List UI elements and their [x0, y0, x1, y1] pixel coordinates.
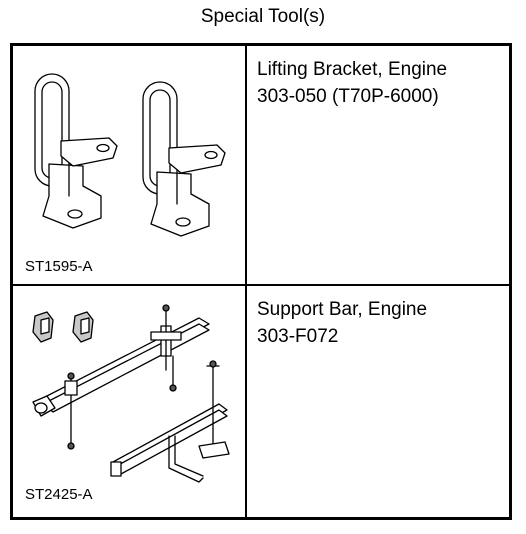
tool-name: Lifting Bracket, Engine: [257, 59, 448, 80]
support-bar-secondary: [110, 403, 228, 477]
tool-image-code: ST2425-A: [25, 486, 93, 503]
support-bar-main: [32, 317, 210, 417]
support-bar-adjuster-left: [64, 372, 78, 450]
support-bar-rod-middle: [169, 355, 177, 392]
page-title: Special Tool(s): [200, 6, 326, 27]
tool-number: 303-050 (T70P-6000): [257, 86, 439, 107]
lifting-bracket-illustration: [34, 73, 226, 237]
table-row: ST2425-A Support Bar, Engine 303-F072: [13, 286, 509, 517]
support-bar-feet: [32, 311, 94, 343]
lifting-bracket-right: [142, 81, 226, 237]
table-row: ST1595-A Lifting Bracket, Engine 303-050…: [13, 46, 509, 286]
lifting-bracket-left: [34, 73, 118, 229]
tool-number: 303-F072: [257, 326, 339, 347]
tool-image-code: ST1595-A: [25, 258, 93, 275]
tool-image-cell: ST2425-A: [13, 286, 247, 517]
support-bar-illustration: [32, 304, 230, 483]
tool-name: Support Bar, Engine: [257, 299, 428, 320]
tool-image-cell: ST1595-A: [13, 46, 247, 284]
support-bar-hook: [168, 435, 204, 483]
special-tools-table: ST1595-A Lifting Bracket, Engine 303-050…: [10, 43, 512, 520]
tool-description: Support Bar, Engine 303-F072: [257, 296, 507, 350]
support-bar-threaded-rod: [198, 360, 230, 459]
support-bar-clamp-upper: [150, 304, 182, 371]
tool-description: Lifting Bracket, Engine 303-050 (T70P-60…: [257, 56, 507, 110]
